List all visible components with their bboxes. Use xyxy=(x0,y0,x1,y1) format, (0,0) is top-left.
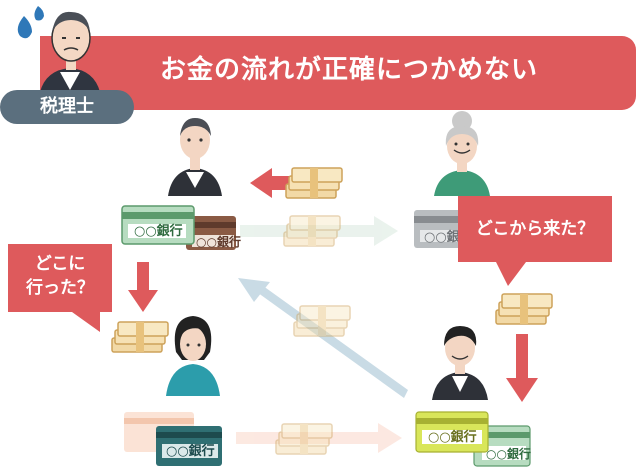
sweat-drop-icon xyxy=(17,6,44,39)
cash-bundle-icon xyxy=(283,215,341,247)
cash-bundle-icon xyxy=(285,167,343,199)
bubble-line: 行った？ xyxy=(26,278,94,298)
arrow-icon xyxy=(250,168,290,198)
arrow-icon xyxy=(506,334,538,402)
grandmother-avatar-icon xyxy=(434,111,490,196)
bank-card-icon xyxy=(414,210,466,248)
cash-bundle-icon xyxy=(495,293,553,325)
cash-bundle-icon xyxy=(293,305,351,337)
bank-card-label: ○○銀行 xyxy=(196,235,241,249)
bank-card-label: ○○銀行 xyxy=(166,444,215,459)
bank-card-label: ○○銀行 xyxy=(486,447,531,461)
bank-card-label: ○○銀行 xyxy=(428,430,477,445)
man-avatar-icon xyxy=(168,118,222,196)
where-did-it-come-from-bubble: どこから来た？ xyxy=(458,196,612,262)
arrow-icon xyxy=(128,262,158,312)
bubble-line: どこに xyxy=(34,254,86,274)
arrow-icon xyxy=(238,278,408,398)
bank-card-icon xyxy=(124,412,222,466)
where-did-it-go-bubble: どこに 行った？ xyxy=(8,244,112,312)
page-title: お金の流れが正確につかめない xyxy=(160,55,539,85)
woman-avatar-icon xyxy=(166,316,220,396)
bank-card-icon xyxy=(121,205,236,250)
young-man-avatar-icon xyxy=(432,326,488,400)
bank-card-label: ○○銀行 xyxy=(134,224,183,239)
role-badge: 税理士 xyxy=(0,90,134,124)
bubble-tail xyxy=(72,312,100,332)
bubble-tail xyxy=(496,262,526,286)
title-banner xyxy=(40,36,636,110)
worried-tax-accountant-icon xyxy=(40,11,100,92)
bank-card-icon xyxy=(415,411,531,467)
cash-bundle-icon xyxy=(111,321,169,353)
cash-bundle-icon xyxy=(275,423,333,455)
